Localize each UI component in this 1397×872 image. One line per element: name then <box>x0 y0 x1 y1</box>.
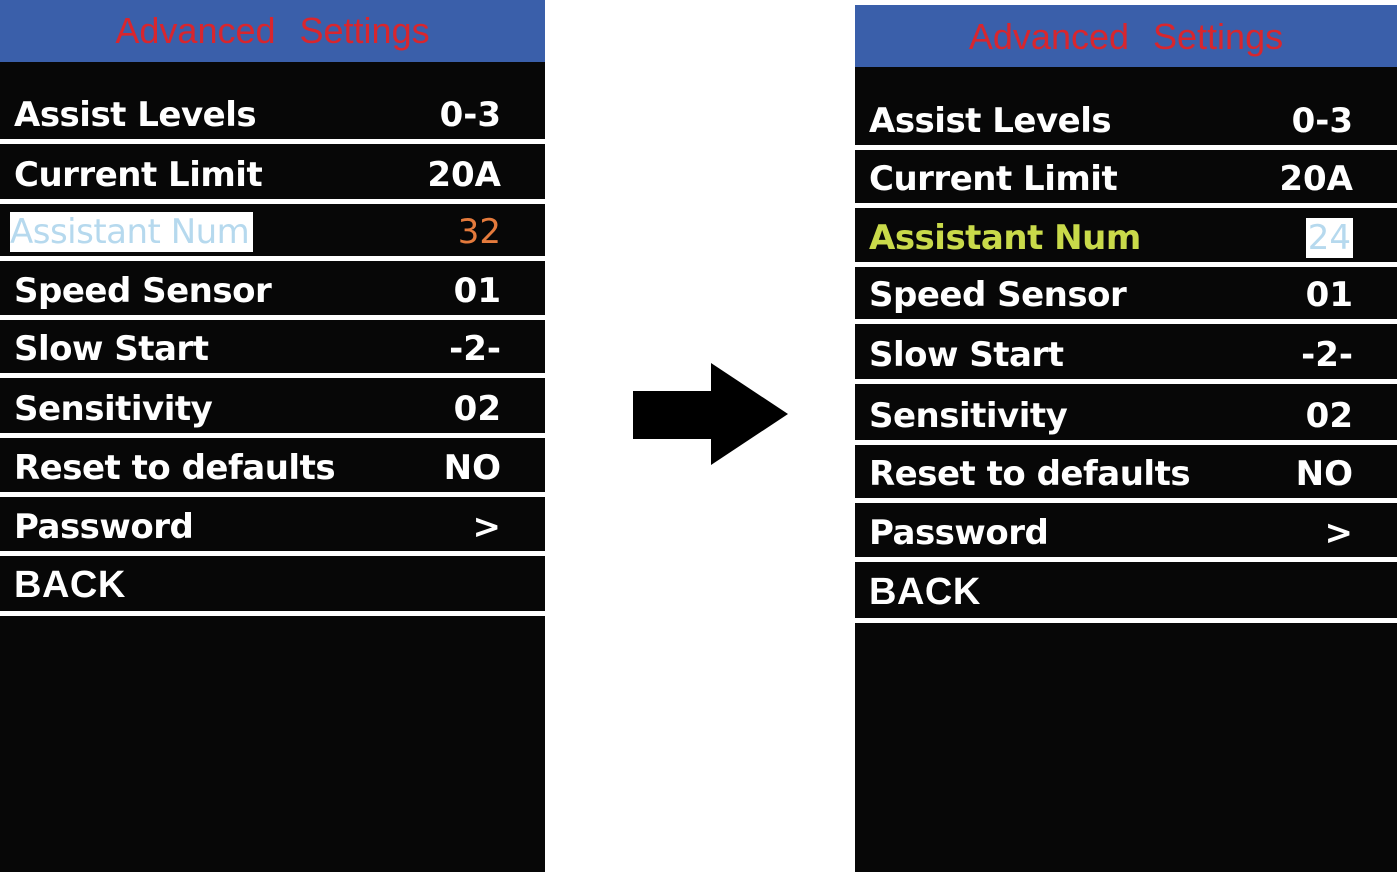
menu-item-value: NO <box>443 448 501 488</box>
menu-item-speed-sensor[interactable]: Speed Sensor 01 <box>0 267 545 320</box>
menu-item-current-limit[interactable]: Current Limit 20A <box>0 151 545 204</box>
menu-item-label: Speed Sensor <box>14 271 272 311</box>
menu-item-value: 20A <box>1279 159 1353 199</box>
menu-item-label: Assist Levels <box>14 95 257 135</box>
menu-item-sensitivity[interactable]: Sensitivity 02 <box>855 392 1397 445</box>
menu-item-password[interactable]: Password > <box>0 503 545 556</box>
menu-item-label: Slow Start <box>14 329 209 369</box>
menu-item-assist-levels[interactable]: Assist Levels 0-3 <box>0 91 545 144</box>
menu-item-value: 0-3 <box>1291 101 1353 141</box>
menu-item-label: Assistant Num <box>869 218 1141 258</box>
menu-item-label: Password <box>869 513 1049 553</box>
menu-item-assistant-num[interactable]: Assistant Num 32 <box>0 208 545 261</box>
settings-screen-after: Advanced Settings Assist Levels 0-3 Curr… <box>855 5 1397 872</box>
arrow-right-icon <box>633 363 788 465</box>
menu-item-label: Sensitivity <box>14 389 213 429</box>
menu-item-value: 24 <box>1305 218 1353 258</box>
menu-item-value: 20A <box>427 155 501 195</box>
menu-item-assist-levels[interactable]: Assist Levels 0-3 <box>855 97 1397 150</box>
menu-item-value: 01 <box>1305 275 1353 315</box>
menu-item-value: NO <box>1295 454 1353 494</box>
menu-item-label: Current Limit <box>14 155 263 195</box>
menu-item-label: Reset to defaults <box>869 454 1191 494</box>
menu-item-reset-to-defaults[interactable]: Reset to defaults NO <box>855 450 1397 503</box>
menu-item-value: -2- <box>449 329 501 369</box>
menu-item-current-limit[interactable]: Current Limit 20A <box>855 155 1397 208</box>
menu-item-back[interactable]: BACK <box>855 570 1397 623</box>
menu-item-label: Assist Levels <box>869 101 1112 141</box>
menu-item-reset-to-defaults[interactable]: Reset to defaults NO <box>0 444 545 497</box>
menu-item-label: Slow Start <box>869 335 1064 375</box>
menu-item-value: 02 <box>453 389 501 429</box>
menu-item-value: 32 <box>457 212 501 252</box>
screen-title: Advanced Settings <box>0 0 545 62</box>
menu-item-back[interactable]: BACK <box>0 563 545 616</box>
menu-item-value: -2- <box>1301 335 1353 375</box>
menu-item-label: BACK <box>14 564 126 606</box>
menu-item-label: Sensitivity <box>869 396 1068 436</box>
screen-title: Advanced Settings <box>855 5 1397 67</box>
menu-item-label: Password <box>14 507 194 547</box>
menu-item-value: 01 <box>453 271 501 311</box>
menu-item-slow-start[interactable]: Slow Start -2- <box>0 325 545 378</box>
menu-item-value: > <box>1324 513 1354 553</box>
menu-item-label: Assistant Num <box>10 212 254 252</box>
menu-item-label: Speed Sensor <box>869 275 1127 315</box>
menu-item-value: > <box>472 507 502 547</box>
settings-screen-before: Advanced Settings Assist Levels 0-3 Curr… <box>0 0 545 872</box>
menu-item-slow-start[interactable]: Slow Start -2- <box>855 331 1397 384</box>
menu-item-speed-sensor[interactable]: Speed Sensor 01 <box>855 271 1397 324</box>
menu-item-label: Current Limit <box>869 159 1118 199</box>
menu-item-label: BACK <box>869 571 981 613</box>
menu-item-sensitivity[interactable]: Sensitivity 02 <box>0 385 545 438</box>
menu-item-assistant-num[interactable]: Assistant Num 24 <box>855 214 1397 267</box>
menu-item-value: 0-3 <box>439 95 501 135</box>
menu-item-value: 02 <box>1305 396 1353 436</box>
menu-item-password[interactable]: Password > <box>855 509 1397 562</box>
menu-item-label: Reset to defaults <box>14 448 336 488</box>
